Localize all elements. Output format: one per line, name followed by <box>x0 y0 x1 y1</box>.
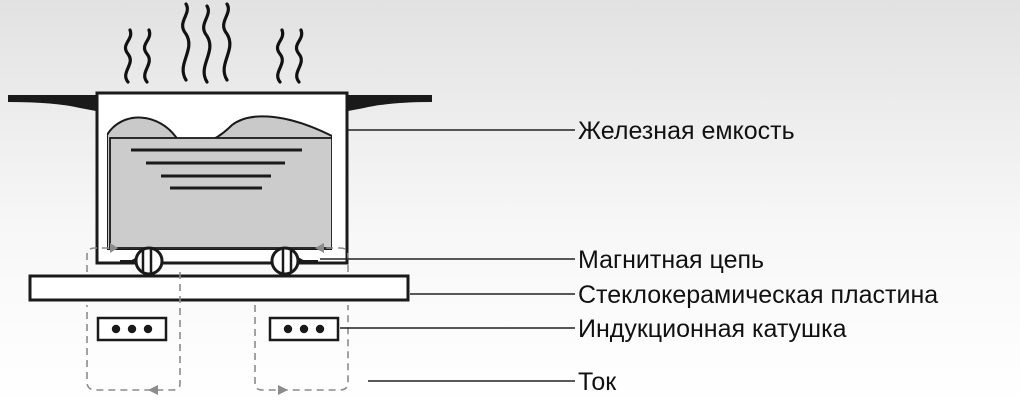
induction-coil-left <box>96 316 168 342</box>
induction-coil-right <box>268 316 340 342</box>
steam-icon <box>123 2 304 84</box>
label-magnetic-circuit: Магнитная цепь <box>578 246 764 274</box>
label-current: Ток <box>578 368 617 396</box>
cooktop-rim <box>8 95 432 111</box>
liquid <box>107 115 332 250</box>
label-induction-coil: Индукционная катушка <box>578 315 847 343</box>
leader-lines <box>320 129 575 382</box>
glass-ceramic-plate <box>28 274 410 302</box>
current-loop-right <box>254 243 349 395</box>
current-loop-left <box>86 243 181 395</box>
label-iron-container: Железная емкость <box>578 117 795 145</box>
magnetic-circuit-left <box>120 246 164 276</box>
liquid-waves <box>131 148 302 190</box>
label-glass-ceramic-plate: Стеклокерамическая пластина <box>578 281 938 309</box>
magnetic-circuit-right <box>270 246 318 276</box>
